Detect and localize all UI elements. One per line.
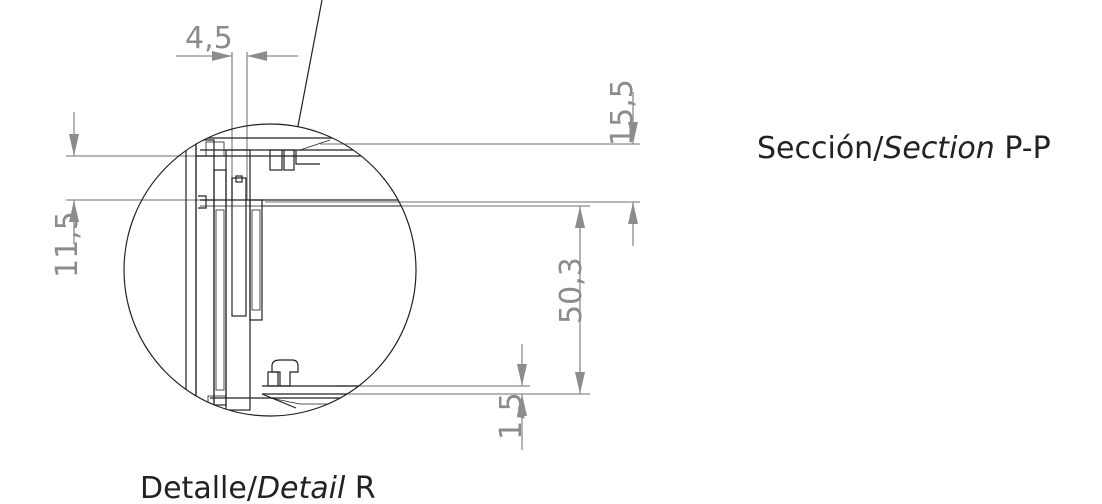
dimension-right-top-label: 15,5 [605,79,640,146]
dimension-right-bottom-label: 1,5 [494,392,529,440]
detail-label-suffix: R [345,471,375,504]
section-label: Sección/Section P-P [757,131,1051,166]
dimension-right-main-label: 50,3 [554,257,589,324]
dimension-right-bottom: 1,5 [335,344,530,450]
dimension-right-main: 50,3 [262,205,590,395]
detail-label-prefix: Detalle/ [140,471,258,504]
leader-line [297,0,323,127]
dimension-left-height: 11,5 [50,112,215,278]
dimension-top-width-label: 4,5 [185,21,233,56]
detail-label-italic: Detail [257,471,346,504]
detail-circle [123,123,417,417]
section-label-italic: Section [883,131,994,166]
dimension-top-width: 4,5 [176,21,298,200]
dimension-left-height-label: 11,5 [50,211,85,278]
dimension-right-top: 15,5 [265,79,640,246]
section-label-prefix: Sección/ [757,131,884,166]
detail-label: Detalle/Detail R [140,471,376,504]
section-label-suffix: P-P [995,131,1051,166]
